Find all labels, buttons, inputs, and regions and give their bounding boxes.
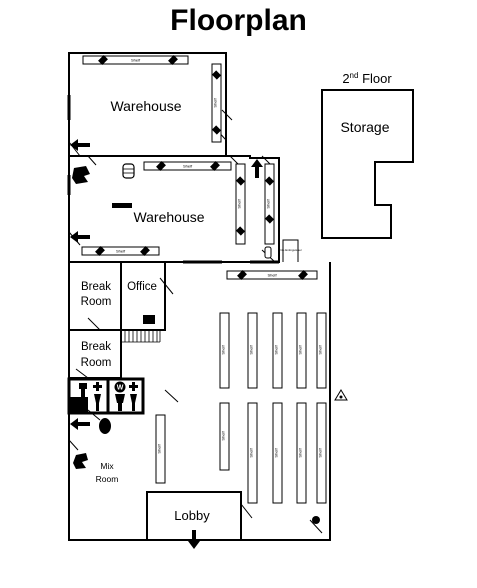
svg-text:Shelf: Shelf — [266, 199, 271, 209]
shelf-label: Shelf — [274, 448, 279, 458]
room-label-mix-room-line2: Room — [96, 474, 119, 484]
shelf-label: Shelf — [157, 444, 162, 454]
shelves-warehouse-vertical: Shelf Shelf Shelf — [211, 63, 275, 245]
shelves-store-vertical: Shelf Shelf Shelf Shelf Shelf Shelf Shel… — [155, 312, 327, 504]
shelf — [219, 312, 230, 389]
round-marker-icon — [312, 516, 320, 524]
barrel-icon — [122, 163, 135, 179]
shelf — [316, 312, 327, 389]
shelf-label: Shelf — [298, 345, 303, 355]
shelf: Shelf — [264, 163, 275, 245]
equipment-bar — [112, 203, 132, 208]
door-swing — [159, 277, 174, 295]
shelf-label: Shelf — [221, 431, 226, 441]
shelf-label: Shelf — [221, 345, 226, 355]
room-label-break-room-1-line2: Room — [81, 296, 112, 308]
shelf — [296, 402, 307, 504]
shelf-label: Shelf — [318, 448, 323, 458]
room-label-break-room-2: Break — [81, 341, 111, 353]
sink-plus-icon — [129, 382, 138, 411]
exit-arrow-left-icon — [70, 418, 90, 430]
room-label-warehouse-top: Warehouse — [110, 98, 181, 114]
exit-arrow-left-icon — [70, 231, 90, 243]
equipment-icon — [73, 453, 88, 469]
triangle-marker-dot — [339, 395, 343, 399]
toilet-icon — [79, 383, 87, 397]
shelf: Shelf — [81, 246, 160, 256]
exit-arrow-up-icon — [251, 159, 263, 178]
shelf — [155, 414, 166, 484]
w-marker — [114, 381, 126, 393]
room-label-break-room-2-line2: Room — [81, 357, 112, 369]
shelf-label: Shelf — [298, 448, 303, 458]
storage-wall — [321, 89, 414, 239]
sink-plus-icon — [93, 382, 102, 411]
svg-text:Shelf: Shelf — [131, 58, 141, 63]
exit-arrow-left-icon — [70, 139, 90, 151]
shelf — [272, 312, 283, 389]
door-swing — [75, 368, 89, 379]
shelf — [247, 402, 258, 504]
fire-extinguisher-station: Fire Extinguisher — [264, 239, 302, 262]
lobby-wall — [146, 491, 242, 540]
room-label-storage: Storage — [340, 119, 389, 135]
office-desk — [143, 315, 155, 324]
shelf: Shelf — [235, 163, 246, 245]
fire-extinguisher-icon — [264, 246, 272, 259]
triangle-marker-icon — [334, 389, 348, 401]
shelf — [272, 402, 283, 504]
shelf-label: Shelf — [274, 345, 279, 355]
door-swing — [68, 141, 81, 157]
room-label-warehouse-mid: Warehouse — [133, 209, 204, 225]
shelf-label: Shelf — [249, 448, 254, 458]
shelf — [296, 312, 307, 389]
door-swing — [221, 109, 233, 121]
shelves-horizontal: Shelf Shelf Shelf Shelf — [81, 55, 318, 280]
shelf — [247, 312, 258, 389]
door-swing — [240, 503, 253, 519]
room-label-office: Office — [127, 281, 157, 293]
room-label-break-room-1: Break — [81, 281, 111, 293]
restroom-block: W — [67, 377, 145, 415]
shelf — [316, 402, 327, 504]
room-label-mix-room: Mix — [100, 461, 114, 471]
page-title: Floorplan — [170, 4, 307, 37]
shelf: Shelf — [226, 270, 318, 280]
shelf: Shelf — [211, 63, 222, 143]
shelf: Shelf — [82, 55, 189, 65]
door-swing — [87, 317, 101, 331]
svg-text:Shelf: Shelf — [267, 273, 277, 278]
trash-can-icon — [99, 418, 111, 434]
shelf-label: Shelf — [318, 345, 323, 355]
w-marker-label: W — [117, 385, 124, 392]
door-swing — [309, 519, 323, 534]
exit-arrows — [70, 139, 263, 549]
svg-text:Shelf: Shelf — [116, 249, 126, 254]
equipment-icon — [72, 166, 90, 184]
room-label-lobby: Lobby — [174, 508, 210, 523]
svg-text:Shelf: Shelf — [183, 164, 193, 169]
shelf: Shelf — [143, 161, 232, 171]
svg-text:Shelf: Shelf — [237, 199, 242, 209]
door-swing — [68, 439, 79, 451]
floor-2-label: 2nd Floor — [342, 71, 392, 86]
door-swing — [164, 389, 179, 403]
shelf-label: Shelf — [249, 345, 254, 355]
shelf — [219, 402, 230, 471]
exit-arrow-down-icon — [188, 530, 200, 549]
svg-text:Shelf: Shelf — [213, 98, 218, 108]
door-swing — [87, 155, 97, 166]
stairs — [120, 331, 161, 343]
extinguisher-note: Fire Extinguisher — [279, 248, 302, 252]
